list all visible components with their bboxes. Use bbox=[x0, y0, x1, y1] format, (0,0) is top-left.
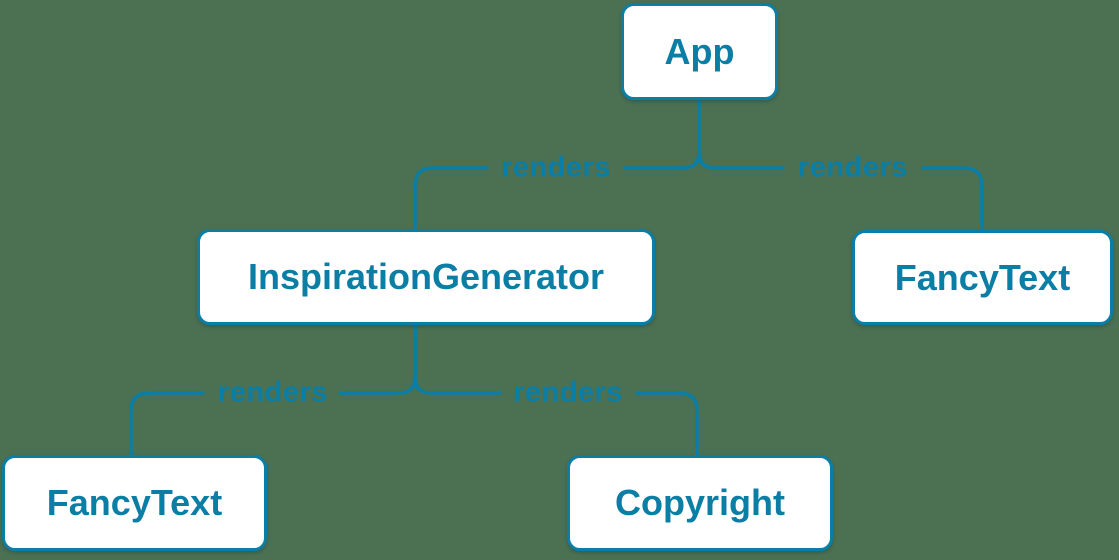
edge-app-fancytext bbox=[697, 98, 984, 232]
edge-label-renders-app-fancytext: renders bbox=[798, 151, 908, 184]
edge-inspirationgenerator-copyright bbox=[413, 323, 699, 457]
node-app: App bbox=[621, 3, 778, 100]
node-app-label: App bbox=[664, 30, 735, 72]
edge-label-renders-inspirationgenerator-fancytext: renders bbox=[218, 376, 328, 409]
edge-label-renders-app-inspirationgenerator: renders bbox=[501, 151, 611, 184]
node-fancy-text-right: FancyText bbox=[852, 230, 1113, 325]
node-fancy-text-bottom: FancyText bbox=[2, 455, 267, 551]
node-inspiration-generator: InspirationGenerator bbox=[197, 229, 655, 325]
edge-label-renders-inspirationgenerator-copyright: renders bbox=[513, 376, 623, 409]
node-fancy-text-right-label: FancyText bbox=[894, 256, 1071, 298]
node-copyright: Copyright bbox=[567, 455, 833, 551]
node-inspiration-generator-label: InspirationGenerator bbox=[247, 256, 605, 297]
node-fancy-text-bottom-label: FancyText bbox=[46, 482, 223, 523]
node-copyright-label: Copyright bbox=[615, 482, 785, 523]
